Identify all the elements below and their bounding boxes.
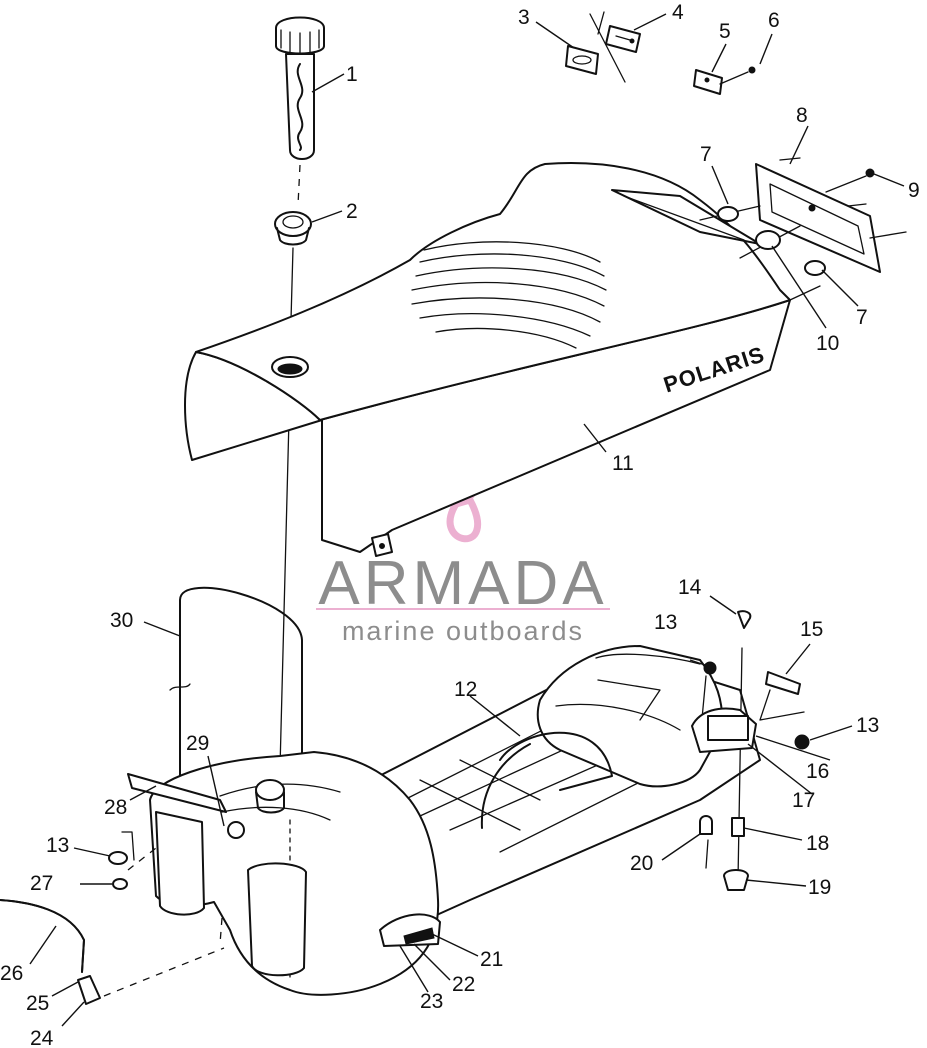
callout-2: 2 bbox=[346, 200, 358, 223]
callout-10: 10 bbox=[816, 332, 839, 355]
callout-12: 12 bbox=[454, 678, 477, 701]
callout-24: 24 bbox=[30, 1027, 54, 1048]
part-electrical-components bbox=[691, 610, 810, 891]
part-bracket-plates bbox=[565, 11, 756, 95]
callout-21: 21 bbox=[480, 948, 503, 971]
part-filler-cap-dipstick bbox=[275, 16, 325, 206]
watermark-subtitle: marine outboards bbox=[342, 616, 584, 646]
callout-20: 20 bbox=[630, 852, 653, 875]
callout-29: 29 bbox=[186, 732, 209, 755]
callout-7-upper: 7 bbox=[700, 143, 712, 166]
callout-30: 30 bbox=[110, 609, 133, 632]
callout-28: 28 bbox=[104, 796, 127, 819]
callout-5: 5 bbox=[719, 20, 731, 43]
callout-23: 23 bbox=[420, 990, 443, 1013]
callout-26: 26 bbox=[0, 962, 23, 985]
callout-9: 9 bbox=[908, 179, 920, 202]
callout-7-lower: 7 bbox=[856, 306, 868, 329]
callout-16: 16 bbox=[806, 760, 829, 783]
callout-3: 3 bbox=[518, 6, 530, 29]
leader-lines bbox=[29, 13, 905, 1027]
callout-1: 1 bbox=[346, 63, 358, 86]
callout-22: 22 bbox=[452, 973, 475, 996]
part-grommet bbox=[274, 211, 312, 246]
callout-8: 8 bbox=[796, 104, 808, 127]
part-seat bbox=[184, 162, 791, 557]
callout-27: 27 bbox=[30, 872, 53, 895]
watermark: ARMADA marine outboards bbox=[316, 418, 610, 646]
watermark-title: ARMADA bbox=[318, 549, 607, 618]
callout-19: 19 bbox=[808, 876, 831, 899]
callout-4: 4 bbox=[672, 1, 684, 24]
part-base-tank bbox=[127, 645, 761, 996]
part-fuel-line bbox=[0, 831, 225, 1005]
callout-14: 14 bbox=[678, 576, 702, 599]
callout-17: 17 bbox=[792, 789, 815, 812]
callout-15: 15 bbox=[800, 618, 823, 641]
callout-6: 6 bbox=[768, 9, 780, 32]
callout-25: 25 bbox=[26, 992, 49, 1015]
callout-13-right: 13 bbox=[856, 714, 879, 737]
callout-18: 18 bbox=[806, 832, 829, 855]
callout-11: 11 bbox=[612, 452, 634, 475]
part-taillight-assembly bbox=[699, 157, 907, 301]
callout-13-left: 13 bbox=[46, 834, 69, 857]
callout-13-top: 13 bbox=[654, 611, 677, 634]
